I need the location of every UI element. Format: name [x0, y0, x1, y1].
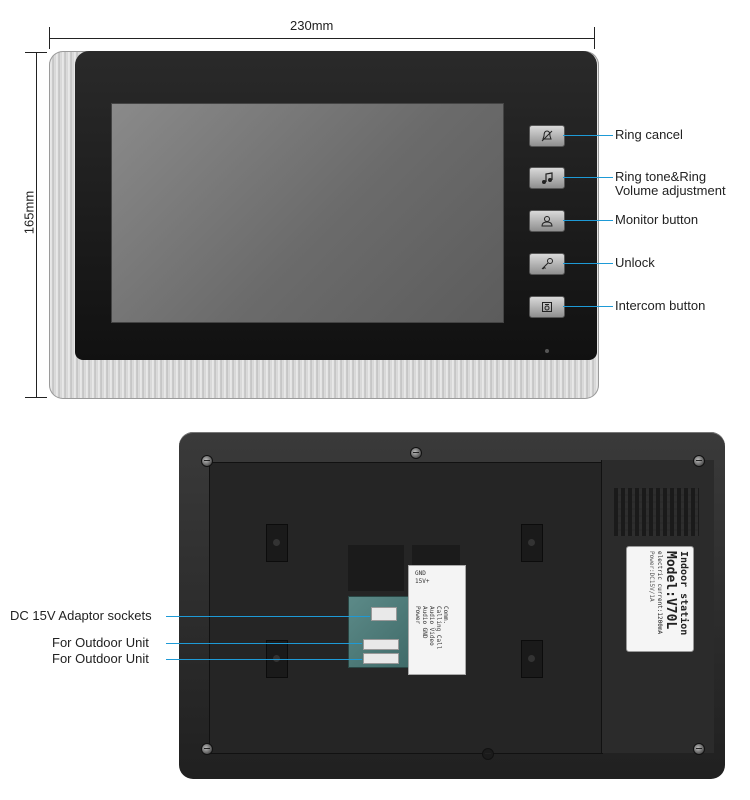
intercom-icon	[542, 302, 552, 312]
label-intercom: Intercom button	[615, 298, 706, 313]
ring-tone-volume-button[interactable]	[529, 167, 565, 189]
intercom-button[interactable]	[529, 296, 565, 318]
model-line1: Indoor station	[678, 551, 689, 636]
height-dimension-line	[36, 52, 37, 397]
callout-line-dc-socket	[166, 616, 370, 617]
model-line4: Power:DC15V/1A	[648, 551, 655, 602]
key-icon	[541, 258, 553, 270]
wiring-diagram-label: GND 15V+ Comm. Calling Call Audio Video …	[408, 565, 466, 675]
model-line3: electric current:1200mA	[656, 551, 663, 635]
wiring-col-2: Audio Video	[428, 606, 435, 646]
outdoor-socket-1	[363, 639, 399, 650]
person-icon	[541, 216, 553, 227]
model-sticker: Indoor station Model:V70L electric curre…	[626, 546, 694, 652]
callout-line-ring-tone	[563, 177, 613, 178]
mount-clip-top-left	[266, 524, 288, 562]
music-note-icon	[542, 172, 553, 184]
screw-top-center	[410, 447, 422, 459]
wiring-col-1: Calling Call	[435, 606, 442, 650]
screw-bottom-left	[201, 743, 213, 755]
height-dimension-label: 165mm	[21, 190, 37, 235]
label-unlock: Unlock	[615, 255, 655, 270]
screw-bottom-right	[693, 743, 705, 755]
wiring-col-4: Power	[414, 606, 421, 625]
callout-line-outdoor-1	[166, 643, 362, 644]
wiring-col-0: Comm.	[442, 606, 449, 625]
callout-line-ring-cancel	[563, 135, 613, 136]
connector-board	[348, 596, 414, 668]
height-tick-top	[25, 52, 47, 53]
height-tick-bottom	[25, 397, 47, 398]
monitor-button[interactable]	[529, 210, 565, 232]
callout-line-outdoor-2	[166, 659, 362, 660]
model-line2: Model:V70L	[663, 551, 678, 630]
ring-cancel-button[interactable]	[529, 125, 565, 147]
display-screen	[111, 103, 504, 323]
callout-line-intercom	[563, 306, 613, 307]
unlock-button[interactable]	[529, 253, 565, 275]
microphone-hole	[545, 349, 549, 353]
label-ring-tone: Ring tone&Ring Volume adjustment	[615, 169, 726, 198]
screw-bottom-center	[482, 748, 494, 760]
mount-clip-bottom-right	[521, 640, 543, 678]
screw-top-left	[201, 455, 213, 467]
label-outdoor-2: For Outdoor Unit	[52, 651, 149, 666]
label-dc-socket: DC 15V Adaptor sockets	[10, 608, 152, 623]
wiring-col-3: Audio GND	[421, 606, 428, 639]
width-tick-right	[594, 27, 595, 49]
dc-socket	[371, 607, 397, 621]
callout-line-monitor	[563, 220, 613, 221]
callout-line-unlock	[563, 263, 613, 264]
width-tick-left	[49, 27, 50, 49]
width-dimension-label: 230mm	[290, 18, 334, 33]
connector-cavity-left	[348, 545, 404, 591]
label-ring-cancel: Ring cancel	[615, 127, 683, 142]
label-monitor: Monitor button	[615, 212, 699, 227]
mount-clip-top-right	[521, 524, 543, 562]
wiring-15v: 15V+	[415, 578, 430, 585]
width-dimension-line	[49, 38, 594, 39]
wiring-gnd: GND	[415, 570, 426, 577]
outdoor-socket-2	[363, 653, 399, 664]
speaker-grille	[614, 488, 699, 536]
screw-top-right	[693, 455, 705, 467]
connector-cavity-right	[412, 545, 460, 567]
label-outdoor-1: For Outdoor Unit	[52, 635, 149, 650]
bell-cancel-icon	[541, 130, 553, 142]
